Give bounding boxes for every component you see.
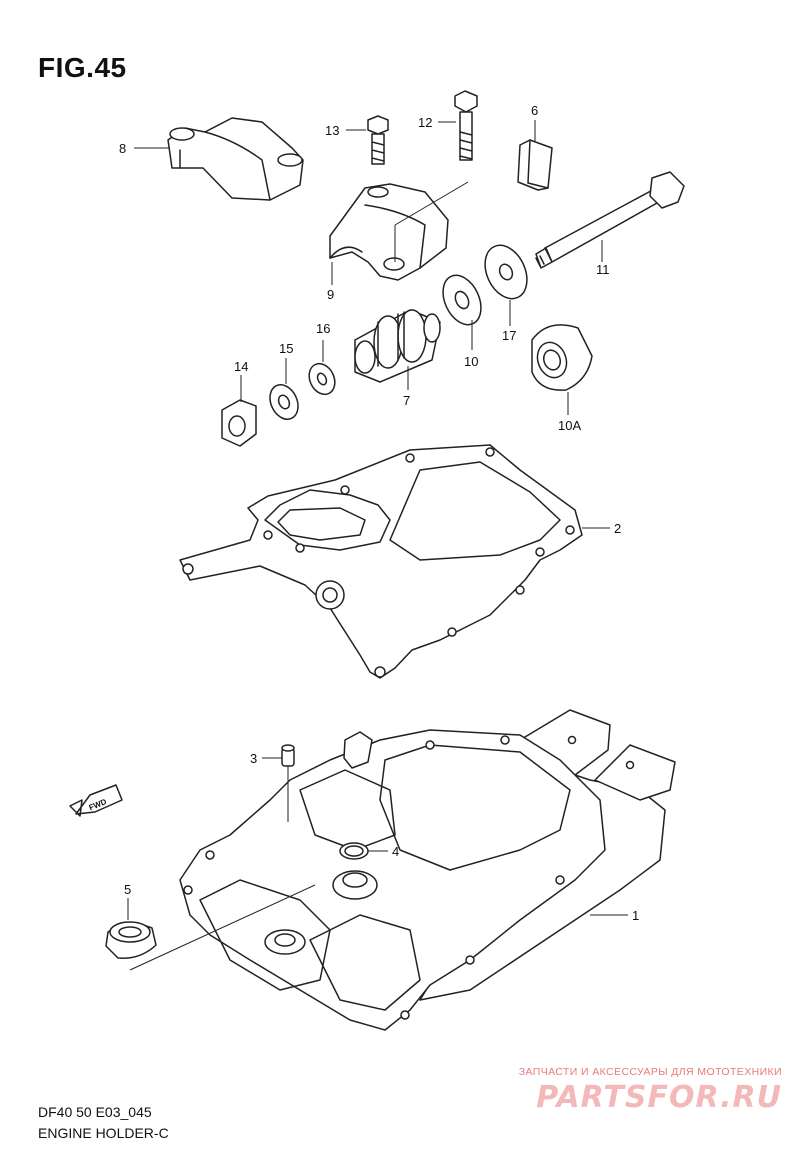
part-12-bolt[interactable]: [454, 90, 478, 161]
fwd-direction-arrow: FWD: [69, 784, 123, 817]
callout-5: 5: [124, 882, 131, 897]
callout-9: 9: [327, 287, 334, 302]
callout-13: 13: [325, 123, 339, 138]
model-code: DF40 50 E03_045: [38, 1104, 152, 1120]
callout-1: 1: [632, 908, 639, 923]
part-9-lower-clamp[interactable]: [329, 183, 449, 281]
leader-lines: [127, 120, 628, 971]
callout-11: 11: [596, 262, 610, 277]
part-16-washer[interactable]: [304, 359, 339, 398]
callout-labels: 8 13 12 6 11 9 17 10 10A 7 16 15 14 2 3 …: [119, 103, 639, 923]
callout-12: 12: [418, 115, 432, 130]
part-8-upper-clamp[interactable]: [167, 117, 304, 201]
part-2-gasket[interactable]: [179, 444, 583, 679]
part-10-washer[interactable]: [436, 269, 489, 330]
callout-10a: 10A: [558, 418, 581, 433]
callout-3: 3: [250, 751, 257, 766]
callout-2: 2: [614, 521, 621, 536]
callout-8: 8: [119, 141, 126, 156]
callout-17: 17: [502, 328, 516, 343]
callout-14: 14: [234, 359, 248, 374]
part-10a-seal[interactable]: [531, 324, 593, 391]
part-7-bushing[interactable]: [354, 309, 441, 383]
part-15-washer[interactable]: [265, 380, 304, 424]
callout-16: 16: [316, 321, 330, 336]
part-17-washer[interactable]: [477, 239, 535, 306]
callout-6: 6: [531, 103, 538, 118]
watermark-logo: PARTSFOR.RU: [536, 1080, 782, 1115]
part-3-dowel-pin[interactable]: [281, 744, 295, 767]
part-5-seal[interactable]: [105, 921, 157, 959]
callout-7: 7: [403, 393, 410, 408]
watermark-tagline: ЗАПЧАСТИ И АКСЕССУАРЫ ДЛЯ МОТОТЕХНИКИ: [518, 1066, 782, 1078]
callout-4: 4: [392, 844, 399, 859]
watermark: ЗАПЧАСТИ И АКСЕССУАРЫ ДЛЯ МОТОТЕХНИКИ PA…: [462, 1066, 782, 1115]
part-14-nut[interactable]: [221, 399, 257, 447]
figure-title: FIG.45: [38, 52, 127, 83]
callout-10: 10: [464, 354, 478, 369]
callout-15: 15: [279, 341, 293, 356]
figure-name: ENGINE HOLDER-C: [38, 1125, 169, 1141]
part-13-bolt[interactable]: [367, 115, 389, 165]
part-6-block[interactable]: [517, 139, 553, 191]
part-1-engine-holder[interactable]: [179, 709, 676, 1031]
part-4-o-ring[interactable]: [339, 842, 369, 860]
part-11-shaft[interactable]: [535, 171, 685, 269]
